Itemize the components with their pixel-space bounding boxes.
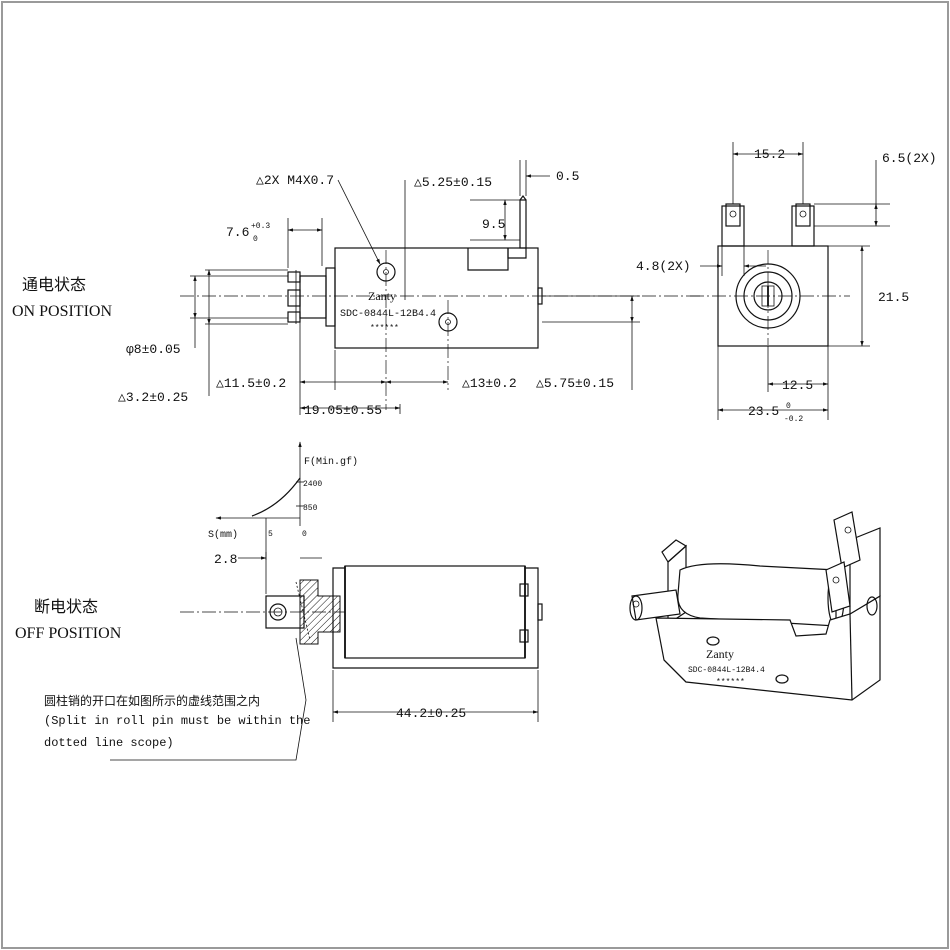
dim-screw: △2X M4X0.7 — [256, 173, 334, 188]
dim-plunger-ext: 7.6 — [226, 225, 249, 240]
dim-end-width-tol-lower: -0.2 — [784, 415, 803, 424]
iso-coil — [677, 563, 837, 627]
force-y-label: F(Min.gf) — [304, 456, 358, 468]
dim-terminal-pitch: 15.2 — [754, 147, 785, 162]
iso-terminal-front — [825, 561, 851, 613]
on-serial: ****** — [370, 324, 399, 333]
off-position-view: 断电状态 OFF POSITION 2.8 44.2±0.25 圆柱销的开口在如… — [15, 552, 543, 761]
dim-off-length: 44.2±0.25 — [396, 706, 466, 721]
on-brand: Zanty — [368, 289, 396, 303]
isometric-view: Zanty SDC-0844L-12B4.4 ****** — [629, 511, 881, 701]
dim-hole-pitch: △13±0.2 — [462, 376, 517, 391]
off-coil — [344, 565, 526, 659]
iso-serial: ****** — [716, 678, 745, 687]
dim-hole-height: △5.75±0.15 — [536, 376, 614, 391]
dim-off-plunger-ext: 2.8 — [214, 552, 237, 567]
dim-end-width: 23.5 — [748, 404, 779, 419]
dim-flange: △3.2±0.25 — [118, 390, 188, 405]
on-terminal-tab — [519, 199, 527, 249]
dim-tab-height: 9.5 — [482, 217, 505, 232]
on-model: SDC-0844L-12B4.4 — [340, 309, 436, 320]
end-terminal-left — [721, 205, 745, 247]
force-curve-line — [251, 477, 301, 517]
off-title-en: OFF POSITION — [15, 625, 122, 642]
dim-plunger-ext-tol-lower: 0 — [253, 235, 258, 244]
dim-tab-thickness: 0.5 — [556, 169, 579, 184]
force-y-tick-2: 850 — [303, 504, 318, 513]
on-front-plate — [325, 267, 336, 327]
dim-end-center: 12.5 — [782, 378, 813, 393]
dim-stroke-total: 19.05±0.55 — [304, 403, 382, 418]
on-plunger — [299, 275, 327, 319]
dim-end-width-tol-upper: 0 — [786, 402, 791, 411]
iso-plunger — [631, 589, 681, 621]
force-curve: F(Min.gf) S(mm) 2400 850 5 0 — [208, 441, 358, 560]
off-note-en-2: dotted line scope) — [44, 736, 174, 750]
force-x-label: S(mm) — [208, 529, 238, 541]
off-frame — [332, 567, 539, 669]
off-note-en-1: (Split in roll pin must be within the — [44, 714, 310, 728]
end-view: 15.2 6.5(2X) 4.8(2X) 21.5 12.5 23.5 0 -0… — [636, 142, 937, 424]
on-title-en: ON POSITION — [12, 303, 112, 320]
off-note-cn: 圆柱销的开口在如图所示的虚线范围之内 — [44, 693, 260, 709]
dim-plunger-ext-tol-upper: +0.3 — [251, 222, 270, 231]
dim-hole-a: △11.5±0.2 — [216, 376, 286, 391]
off-title-cn: 断电状态 — [34, 598, 98, 616]
iso-brand: Zanty — [706, 647, 734, 661]
iso-terminal-back — [833, 511, 861, 569]
dim-terminal-height: 6.5(2X) — [882, 151, 937, 166]
dim-plunger-dia: φ8±0.05 — [126, 342, 181, 357]
dim-pin-offset: △5.25±0.15 — [414, 175, 492, 190]
dim-end-height: 21.5 — [878, 290, 909, 305]
on-title-cn: 通电状态 — [22, 276, 86, 294]
iso-model: SDC-0844L-12B4.4 — [688, 666, 765, 675]
dim-terminal-width: 4.8(2X) — [636, 259, 691, 274]
force-x-tick-2: 0 — [302, 530, 307, 539]
on-position-view: 通电状态 ON POSITION △2X M4X0.7 △5.25±0.15 0… — [12, 160, 700, 418]
force-y-tick-1: 2400 — [303, 480, 322, 489]
force-x-tick-1: 5 — [268, 530, 273, 539]
